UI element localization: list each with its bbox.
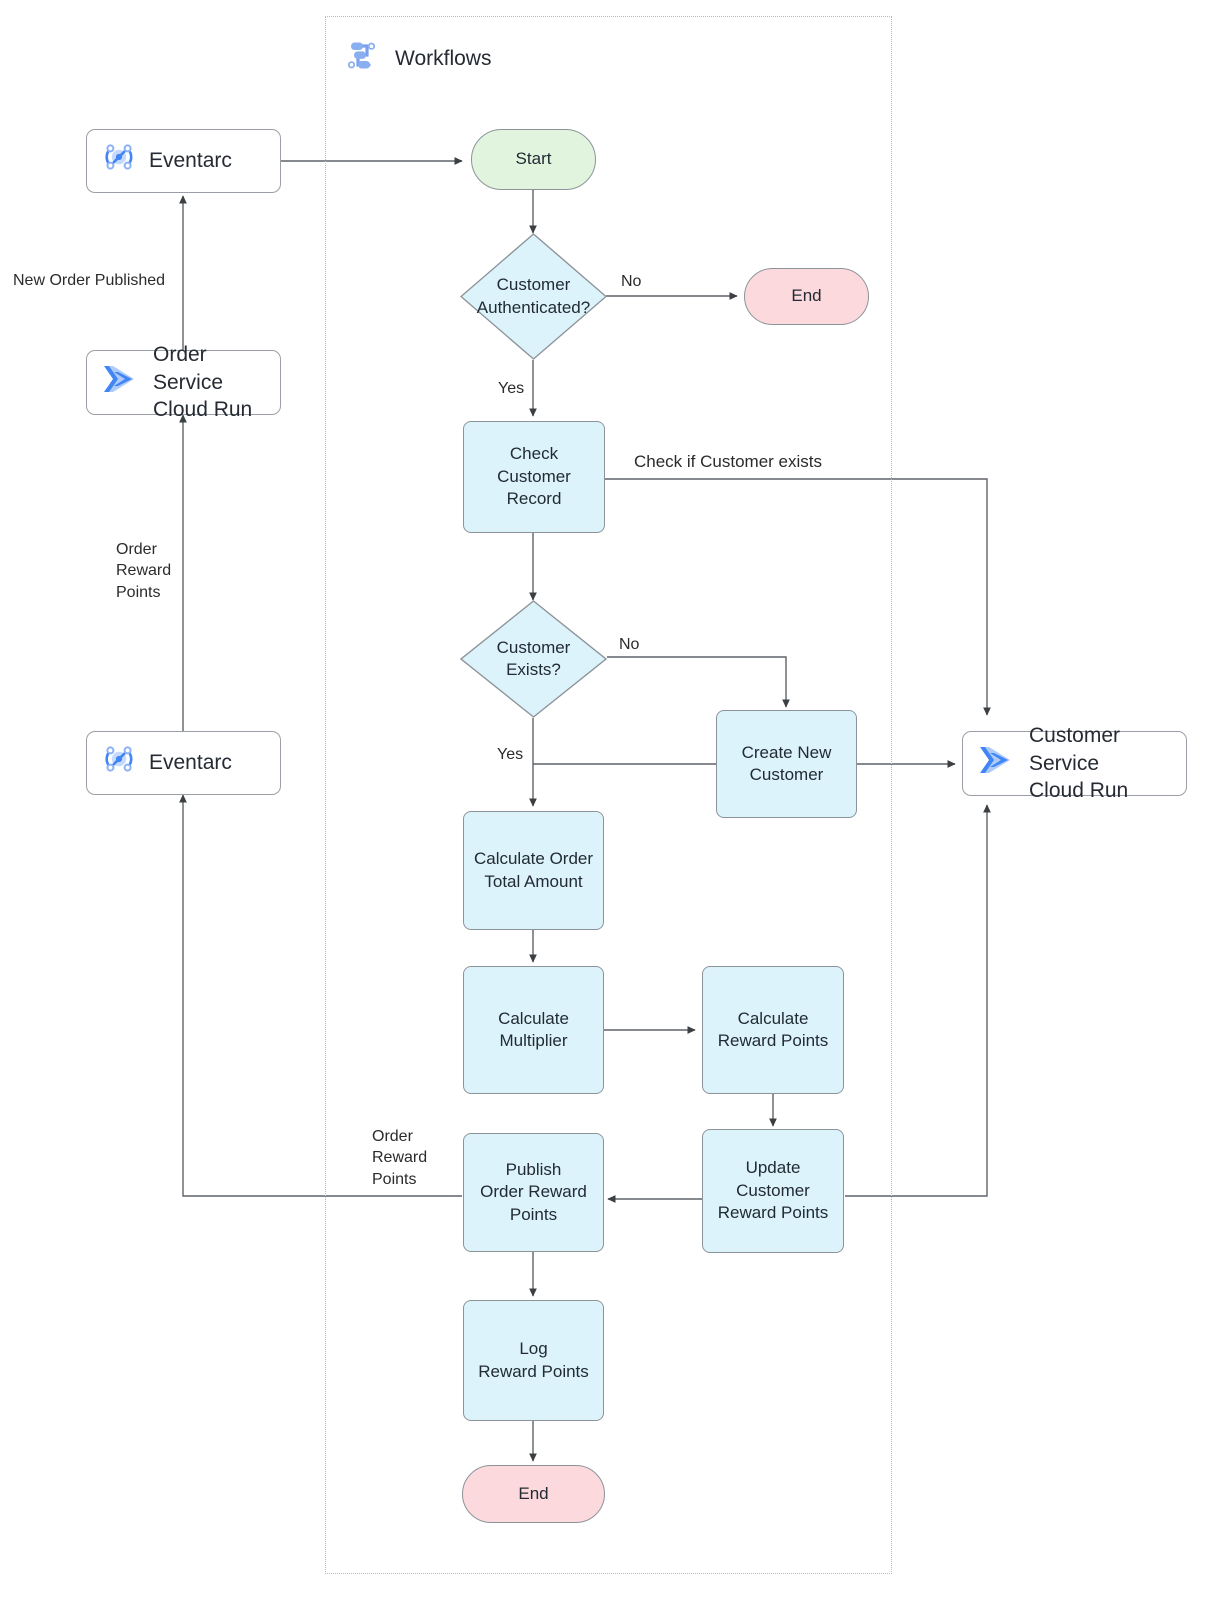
service-card-label: Customer Service Cloud Run	[1029, 723, 1129, 803]
edge-label-new-order-published: New Order Published	[13, 272, 166, 289]
service-card-order-service[interactable]: Order Service Cloud Run	[86, 343, 281, 421]
edge-label-check-if-customer-exists: Check if Customer exists	[634, 452, 822, 471]
service-card-eventarc-bottom[interactable]: Eventarc	[86, 731, 281, 795]
node-publish-order-reward-points[interactable]: Publish Order Reward Points	[463, 1133, 604, 1252]
service-card-eventarc-top[interactable]: Eventarc	[86, 129, 281, 193]
node-start[interactable]: Start	[471, 129, 596, 190]
edge-label-order-reward-points-left: Order Reward Points	[116, 541, 172, 601]
node-customer-authenticated[interactable]: Customer Authenticated?	[460, 233, 607, 360]
service-card-customer-service[interactable]: Customer Service Cloud Run	[962, 724, 1187, 802]
edge-publish-to-eventarc-bottom	[179, 794, 462, 1197]
workflows-group-container	[325, 16, 892, 1574]
cloud-run-icon	[101, 362, 141, 404]
cloud-run-icon	[977, 743, 1017, 785]
node-create-new-customer[interactable]: Create New Customer	[716, 710, 857, 818]
edge-check-to-customer-service	[605, 478, 991, 716]
node-calculate-order-total[interactable]: Calculate Order Total Amount	[463, 811, 604, 930]
node-log-reward-points[interactable]: Log Reward Points	[463, 1300, 604, 1421]
node-calculate-multiplier[interactable]: Calculate Multiplier	[463, 966, 604, 1094]
node-customer-exists[interactable]: Customer Exists?	[460, 600, 607, 718]
workflows-icon	[345, 36, 385, 81]
service-card-label: Eventarc	[149, 149, 232, 173]
workflows-group-label: Workflows	[395, 46, 492, 70]
edge-label-auth-no: No	[621, 273, 642, 290]
workflows-group-title: Workflows	[345, 36, 491, 81]
eventarc-icon	[101, 741, 137, 785]
node-end-bottom[interactable]: End	[462, 1465, 605, 1523]
node-label: Customer Authenticated?	[476, 275, 591, 317]
node-check-customer-record[interactable]: Check Customer Record	[463, 421, 605, 533]
node-calculate-reward-points[interactable]: Calculate Reward Points	[702, 966, 844, 1094]
edge-label-exists-yes: Yes	[497, 746, 524, 763]
edge-label-exists-no: No	[619, 636, 640, 653]
edge-exists-no-to-create	[607, 656, 790, 708]
service-card-label: Eventarc	[149, 751, 232, 775]
node-end-top[interactable]: End	[744, 268, 869, 325]
edge-update-to-customer-service	[845, 804, 991, 1197]
node-update-customer-reward-points[interactable]: Update Customer Reward Points	[702, 1129, 844, 1253]
node-label: Customer Exists?	[496, 637, 571, 679]
eventarc-icon	[101, 139, 137, 183]
edge-label-auth-yes: Yes	[498, 380, 525, 397]
service-card-label: Order Service Cloud Run	[153, 342, 253, 422]
edge-label-order-reward-points-publish: Order Reward Points	[372, 1128, 428, 1188]
